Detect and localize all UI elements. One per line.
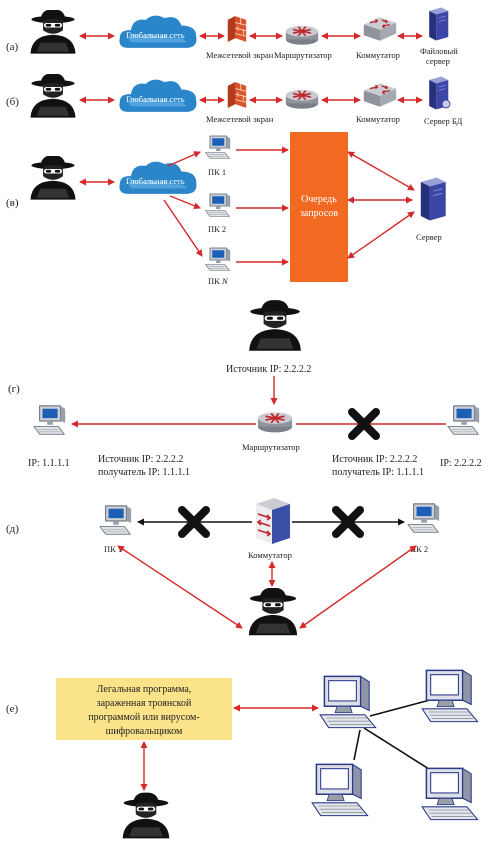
switch-icon	[363, 16, 397, 42]
queue-label-2: запросов	[300, 208, 338, 219]
legal-label-4: шифровальщиком	[106, 726, 183, 737]
workstation-icon	[311, 763, 369, 817]
legal-label-1: Легальная программа,	[97, 684, 192, 695]
pc2-label: ПК 2	[208, 224, 226, 234]
workstation-icon	[319, 675, 377, 729]
blocked-x-icon	[348, 408, 380, 440]
switch-icon	[255, 497, 291, 545]
pc-icon	[99, 505, 132, 535]
switch-icon	[363, 82, 397, 108]
switch-label: Коммутатор	[356, 114, 400, 124]
hacker-icon	[30, 74, 76, 118]
panel-label-d: (д)	[6, 523, 19, 535]
pc-icon	[447, 405, 480, 435]
panel-label-v: (в)	[6, 197, 19, 209]
panel-label-a: (а)	[6, 41, 19, 53]
hacker-icon	[30, 10, 76, 54]
switch-d-label: Коммутатор	[248, 550, 292, 560]
pcN-label: ПК N	[208, 276, 229, 286]
global-net-label: Глобальная сеть	[126, 176, 185, 186]
pc-icon	[407, 503, 440, 533]
legal-label-3: программой или вирусом-	[88, 712, 199, 723]
pc-icon	[205, 247, 231, 271]
file-server-label-1: Файловый	[420, 46, 458, 56]
arrow-line	[347, 151, 415, 191]
src-right-label-1: Источник IP: 2.2.2.2	[332, 454, 417, 465]
ip-right-label: IP: 2.2.2.2	[440, 458, 482, 469]
router-icon	[284, 25, 320, 46]
file-server-icon	[428, 7, 449, 41]
arrow-line	[299, 545, 417, 629]
firewall-icon	[227, 81, 247, 109]
hacker-icon	[249, 300, 301, 351]
pc1-d-label: ПК 1	[104, 544, 122, 554]
hacker-icon	[122, 792, 170, 839]
pc-icon	[205, 135, 231, 159]
workstation-icon	[421, 767, 479, 821]
router-icon	[284, 89, 320, 110]
switch-label: Коммутатор	[356, 50, 400, 60]
pc1-label: ПК 1	[208, 167, 226, 177]
workstation-icon	[421, 669, 479, 723]
database-icon	[441, 99, 451, 109]
arrow-line	[347, 211, 415, 259]
arrow-line	[117, 545, 243, 629]
blocked-x-icon	[332, 506, 364, 538]
firewall-icon	[227, 15, 247, 43]
source-ip-label: Источник IP: 2.2.2.2	[226, 364, 311, 375]
blocked-x-icon	[178, 506, 210, 538]
arrow-line	[169, 195, 201, 210]
pc2-d-label: ПК 2	[410, 544, 428, 554]
router-icon	[256, 411, 294, 434]
src-right-label-2: получатель IP: 1.1.1.1	[332, 467, 424, 478]
arrow-line	[167, 151, 201, 167]
global-net-label: Глобальная сеть	[126, 94, 185, 104]
firewall-label: Межсетевой экран	[206, 50, 274, 60]
hacker-icon	[30, 156, 76, 200]
router-g-label: Маршрутизатор	[242, 442, 300, 452]
network-link	[353, 729, 361, 761]
src-left-label-2: получатель IP: 1.1.1.1	[98, 467, 190, 478]
legal-label-2: зараженная троянской	[97, 698, 192, 709]
pc-icon	[205, 193, 231, 217]
server-label: Сервер	[416, 232, 442, 242]
global-net-label: Глобальная сеть	[126, 30, 185, 40]
queue-label-1: Очередь	[301, 194, 337, 205]
panel-label-g: (г)	[8, 383, 20, 395]
arrow-line	[163, 199, 203, 257]
file-server-label-2: сервер	[426, 56, 450, 66]
network-link	[369, 699, 431, 717]
panel-label-b: (б)	[6, 96, 19, 108]
server-icon	[420, 176, 447, 222]
firewall-label: Межсетевой экран	[206, 114, 274, 124]
router-label: Маршрутизатор	[274, 50, 332, 60]
ip-left-label: IP: 1.1.1.1	[28, 458, 70, 469]
hacker-icon	[248, 588, 298, 636]
request-queue-box	[290, 132, 348, 282]
db-server-label: Сервер БД	[424, 116, 462, 126]
src-left-label-1: Источник IP: 2.2.2.2	[98, 454, 183, 465]
legal-program-box	[56, 678, 232, 740]
pc-icon	[33, 405, 66, 435]
panel-label-e: (е)	[6, 703, 19, 715]
